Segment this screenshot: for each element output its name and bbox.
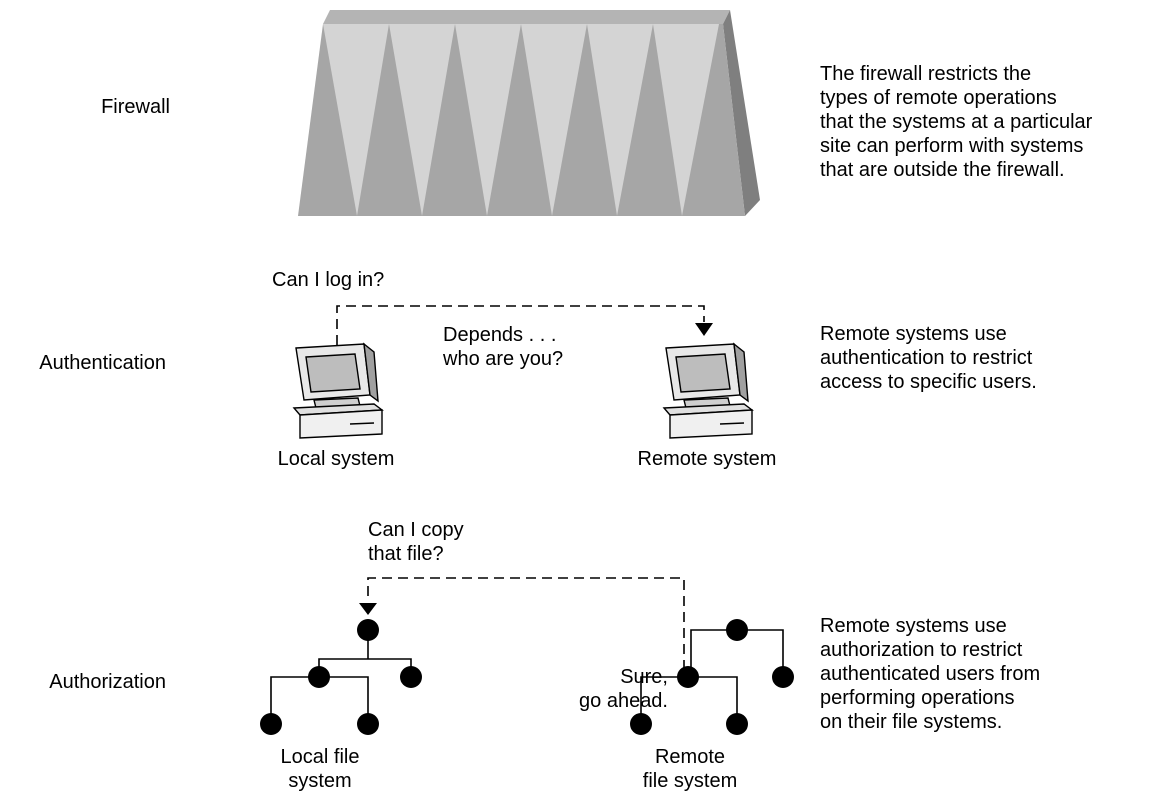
- local-file-system-label: Local file system: [280, 746, 360, 792]
- remote-file-system-label: Remote file system: [642, 746, 738, 792]
- tree-node: [400, 666, 422, 688]
- authorization-description: Remote systems use authorization to rest…: [820, 615, 1041, 733]
- firewall-description: The firewall restricts the types of remo…: [820, 63, 1093, 181]
- firewall-panels: [323, 24, 719, 216]
- authz-request-connector: [367, 577, 685, 670]
- tree-node: [357, 713, 379, 735]
- tree-node: [772, 666, 794, 688]
- remote-computer-icon: [662, 342, 754, 439]
- auth-reply: Depends . . . who are you?: [443, 324, 564, 370]
- tree-node: [308, 666, 330, 688]
- tree-node: [677, 666, 699, 688]
- firewall-top-face: [323, 10, 730, 24]
- tree-node: [726, 619, 748, 641]
- auth-arrowhead: [695, 323, 713, 336]
- tree-node: [630, 713, 652, 735]
- authz-arrowhead: [359, 603, 377, 615]
- auth-question: Can I log in?: [272, 269, 385, 291]
- tree-node: [357, 619, 379, 641]
- authorization-row-label: Authorization: [49, 671, 166, 693]
- local-computer-icon: [292, 342, 384, 439]
- tree-node: [726, 713, 748, 735]
- firewall-side-face: [723, 10, 760, 216]
- remote-file-system-tree: [630, 619, 794, 735]
- authentication-row-label: Authentication: [39, 352, 166, 374]
- remote-system-label: Remote system: [637, 448, 777, 470]
- authz-reply: Sure, go ahead.: [579, 666, 668, 712]
- auth-request-connector: [336, 305, 705, 345]
- local-system-label: Local system: [277, 448, 395, 470]
- tree-node: [260, 713, 282, 735]
- authz-question: Can I copy that file?: [368, 519, 464, 565]
- firewall-wall: [298, 10, 760, 216]
- local-file-system-tree: [260, 619, 422, 735]
- authentication-description: Remote systems use authentication to res…: [820, 323, 1037, 393]
- firewall-row-label: Firewall: [101, 96, 170, 118]
